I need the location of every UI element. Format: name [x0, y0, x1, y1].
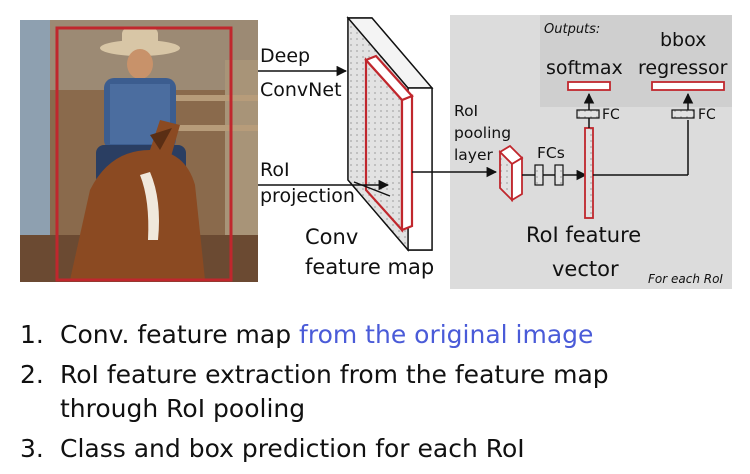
fcs-label: FCs [537, 144, 565, 162]
step-text: Conv. feature map from the original imag… [60, 320, 594, 349]
step-number: 3. [20, 434, 44, 463]
pooling-label-line3: layer [454, 146, 494, 164]
steps-list: 1. Conv. feature map from the original i… [20, 318, 700, 472]
deep-convnet-label-line1: Deep [260, 45, 310, 67]
conv-feature-map [346, 16, 434, 252]
each-roi-label: For each RoI [648, 272, 723, 286]
pooling-label-line2: pooling [454, 124, 511, 142]
pooling-label-line1: RoI [454, 102, 478, 120]
fc-right-label: FC [698, 107, 716, 123]
step-item: 1. Conv. feature map from the original i… [20, 318, 700, 352]
fc-layer-2 [554, 164, 564, 186]
fast-rcnn-diagram: Deep ConvNet RoI projection Conv feature… [20, 15, 732, 289]
roi-projection-label-line1: RoI [260, 159, 290, 181]
fc-head-left [576, 109, 600, 119]
step-text: RoI feature extraction from the feature … [60, 360, 609, 423]
roi-projection-label-line2: projection [260, 185, 355, 207]
fc-left-label: FC [602, 107, 620, 123]
vector-label-line1: RoI feature [526, 223, 641, 247]
vector-label-line2: vector [552, 257, 619, 281]
step-number: 2. [20, 360, 44, 389]
bbox-label-line1: bbox [660, 29, 706, 51]
roi-box [55, 26, 233, 282]
step-text: Class and box prediction for each RoI [60, 434, 525, 463]
bbox-output [651, 81, 725, 91]
step-number: 1. [20, 320, 44, 349]
roi-projection-diagonal [353, 181, 391, 197]
softmax-output [567, 81, 611, 91]
input-image [20, 20, 258, 282]
outputs-label: Outputs: [544, 22, 600, 37]
fc-layer-1 [534, 164, 544, 186]
step-item: 2. RoI feature extraction from the featu… [20, 358, 700, 426]
conv-label-line1: Conv [305, 225, 358, 249]
step-item: 3. Class and box prediction for each RoI [20, 432, 700, 466]
roi-pooled-block [498, 144, 524, 203]
fc-head-right [671, 109, 695, 119]
roi-feature-vector [584, 127, 594, 219]
bbox-label-line2: regressor [638, 57, 728, 79]
step-highlight: from the original image [299, 320, 594, 349]
deep-convnet-label-line2: ConvNet [260, 79, 342, 101]
outputs-header-panel [540, 15, 732, 107]
conv-label-line2: feature map [305, 255, 434, 279]
softmax-label: softmax [546, 57, 623, 79]
